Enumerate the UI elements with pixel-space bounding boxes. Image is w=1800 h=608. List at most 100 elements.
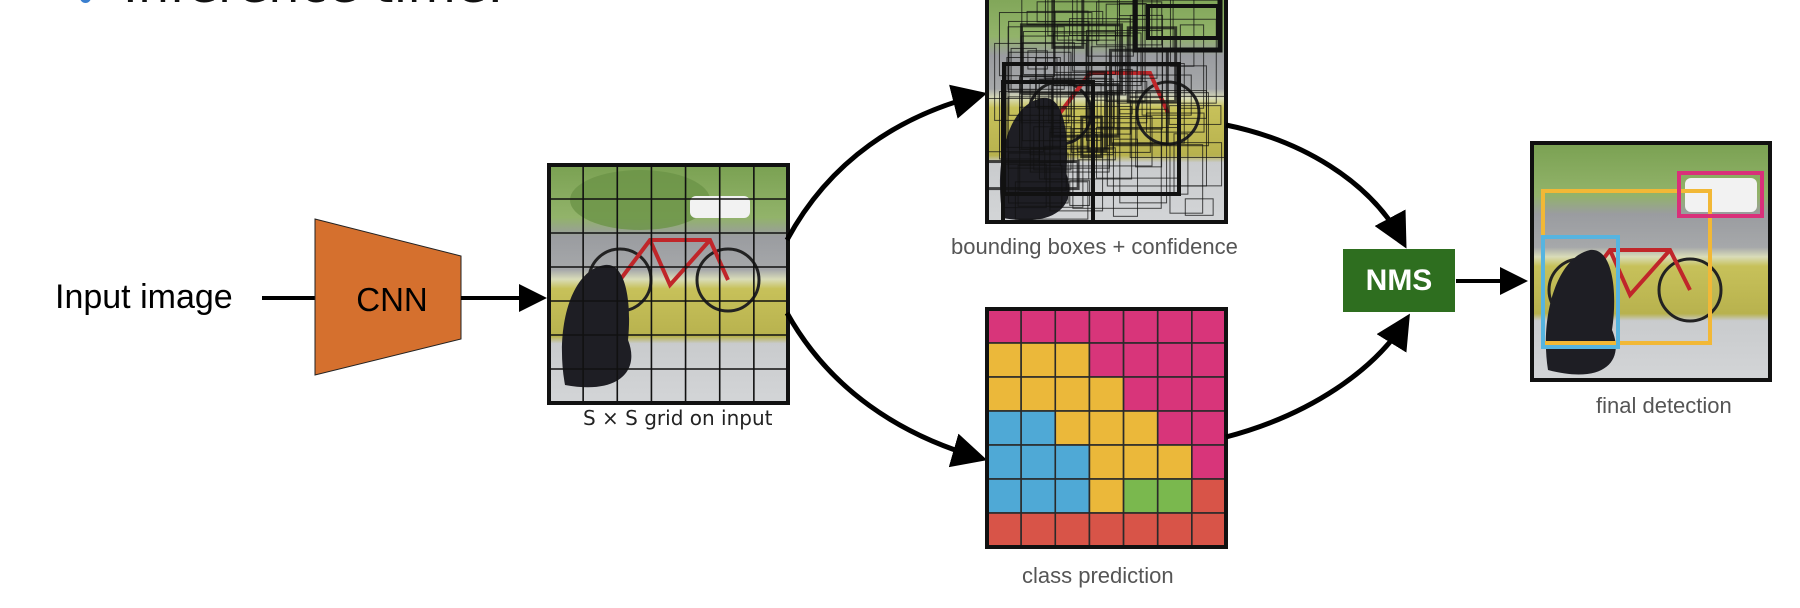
candidate-box [1027,50,1048,70]
class-cell [986,444,1022,480]
class-prediction-grid [986,308,1227,548]
heading-bullet [80,0,91,3]
class-cell [1054,376,1091,412]
class-cell [1122,308,1159,344]
candidate-box [1038,79,1075,163]
class-cell [1191,410,1227,446]
class-cell [1156,444,1193,480]
class-cell [1122,444,1159,480]
candidate-box [1019,23,1124,95]
class-cell [1054,478,1091,514]
candidate-box [1019,106,1067,191]
class-cell [1020,410,1057,446]
class-caption: class prediction [1022,563,1174,588]
class-cell [1020,308,1057,344]
candidate-box [1010,47,1037,91]
bbox-caption: bounding boxes + confidence [951,234,1238,259]
grid-to-bbox-arrow [784,84,988,242]
candidate-box [1106,92,1209,147]
class-cell [1156,342,1193,378]
nms-label: NMS [1365,263,1433,297]
high-confidence-box [1146,4,1220,40]
input-image-label: Input image [55,278,233,316]
candidate-box [1017,164,1063,207]
class-cell [1156,512,1193,548]
class-cell [1122,478,1159,514]
grid-caption: S × S grid on input [583,406,773,430]
class-cell [986,308,1022,344]
final-detection-image [1532,143,1770,380]
candidate-box [1184,198,1214,216]
class-to-nms-arrow [1225,313,1410,440]
candidate-box [1096,1,1163,46]
class-cell [1122,512,1159,548]
class-cell [1191,308,1227,344]
candidate-box [1029,78,1114,156]
candidate-box [1051,0,1085,49]
grid-to-class-arrow [784,311,988,468]
class-cell [1088,410,1125,446]
candidate-box [1033,126,1072,171]
cnn-label: CNN [356,281,428,318]
class-cell [1054,342,1091,378]
nms-block: NMS [1343,249,1455,312]
class-cell [1191,512,1227,548]
class-cell [1020,444,1057,480]
class-cell [1088,444,1125,480]
candidate-box [1007,96,1110,169]
class-cell [1020,512,1057,548]
class-cell [1191,342,1227,378]
bbox-image-frame [985,0,1228,224]
class-cell [1054,308,1091,344]
heading-text: Inference time: [123,0,504,10]
bbox-to-nms-arrow [1225,122,1407,249]
detection-box-car [1677,171,1764,218]
bbox-image [987,0,1226,222]
class-cell [1054,444,1091,480]
class-cell [986,376,1022,412]
candidate-box [1105,3,1146,103]
candidate-box [1008,152,1069,204]
grid-image-frame [547,163,790,405]
cnn-block [314,218,462,376]
class-cell [1088,308,1125,344]
final-image-frame [1530,141,1772,382]
class-cell [1020,342,1057,378]
class-cell [1191,478,1227,514]
class-cell [1156,376,1193,412]
class-cell [1122,376,1159,412]
candidate-box [1050,83,1120,138]
class-cell [1020,478,1057,514]
class-cell [986,512,1022,548]
class-cell [986,410,1022,446]
class-cell [1122,410,1159,446]
final-caption: final detection [1596,393,1732,418]
class-cell [1088,342,1125,378]
class-cell [1088,478,1125,514]
candidate-box [1116,18,1217,104]
class-cell [1088,512,1125,548]
class-cell [1054,512,1091,548]
candidate-box [1014,181,1089,220]
class-cell [1054,410,1091,446]
detection-box-dog [1541,235,1620,349]
class-cell [1156,410,1193,446]
high-confidence-box [1002,62,1181,196]
class-cell [1020,376,1057,412]
class-cell [1156,308,1193,344]
class-cell [1122,342,1159,378]
class-cell [986,478,1022,514]
class-grid-frame [985,307,1228,549]
class-cell [986,342,1022,378]
candidate-box [1006,57,1061,148]
candidate-box [1169,144,1204,214]
candidate-box [1119,108,1168,204]
grid-lines [549,165,788,403]
class-cell [1088,376,1125,412]
class-cell [1191,444,1227,480]
candidate-boxes [987,0,1226,222]
class-cell [1156,478,1193,514]
grid-input-image [549,165,788,403]
candidate-box [1072,128,1162,209]
